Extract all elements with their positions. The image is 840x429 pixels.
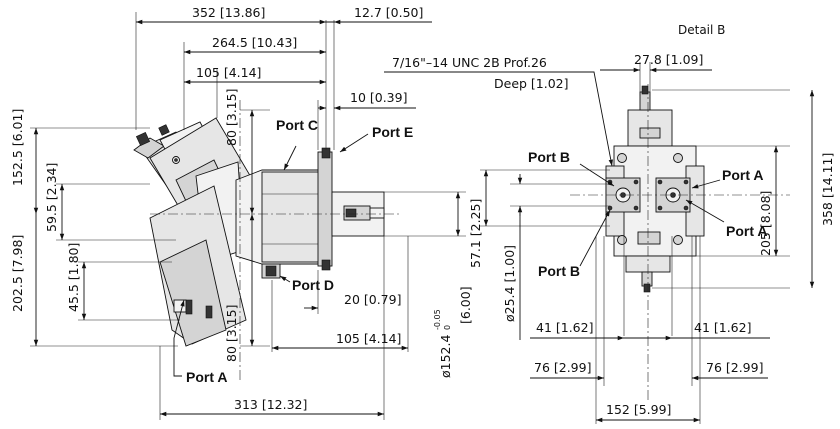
label-port-b-lower: Port B (538, 263, 580, 279)
dim-port-d-105: 105 [4.14] (336, 331, 401, 346)
dim-left-41: 41 [1.62] (536, 320, 593, 335)
dim-height-total: 202.5 [7.98] (10, 235, 25, 312)
label-port-a-upper: Port A (722, 167, 763, 183)
dim-bottom-152: 152 [5.99] (606, 402, 671, 417)
dim-shaft-diameter: ø25.4 [1.00] (502, 245, 517, 322)
label-port-e: Port E (372, 124, 413, 140)
dim-upper-80: 80 [3.15] (224, 89, 239, 146)
dim-offset-59: 59.5 [2.34] (44, 163, 59, 232)
label-port-d: Port D (292, 277, 334, 293)
detail-title: Detail B (678, 23, 725, 37)
dim-right-41: 41 [1.62] (694, 320, 751, 335)
thread-spec-line1: 7/16"–14 UNC 2B Prof.26 (392, 55, 547, 70)
dim-shaft-flange: 12.7 [0.50] (354, 5, 423, 20)
dim-port-d-20: 20 [0.79] (344, 292, 401, 307)
dim-height-358: 358 [14.11] (820, 153, 835, 226)
dim-left-76: 76 [2.99] (534, 360, 591, 375)
dim-length-to-flange: 264.5 [10.43] (212, 35, 297, 50)
svg-text:0: 0 (443, 325, 452, 330)
dim-width-top: 27.8 [1.09] (634, 52, 703, 67)
dim-right-76: 76 [2.99] (706, 360, 763, 375)
dim-lower-80: 80 [3.15] (224, 305, 239, 362)
dim-offset-45: 45.5 [1.80] (66, 243, 81, 312)
left-side-view: 352 [13.86] 12.7 [0.50] 264.5 [10.43] 10… (10, 5, 473, 420)
label-port-a: Port A (186, 369, 227, 385)
dim-flange-thickness: 10 [0.39] (350, 90, 407, 105)
svg-text:ø152.4: ø152.4 (438, 335, 453, 378)
detail-body (605, 85, 705, 293)
dim-bottom-313: 313 [12.32] (234, 397, 307, 412)
dim-overall-length: 352 [13.86] (192, 5, 265, 20)
svg-text:[6.00]: [6.00] (458, 286, 473, 324)
mounting-flange (317, 151, 333, 267)
dim-port-c-offset: 105 [4.14] (196, 65, 261, 80)
dim-height-205: 205 [8.08] (758, 191, 773, 256)
pump-body (133, 117, 385, 347)
label-port-b-upper: Port B (528, 149, 570, 165)
dim-shaft-57: 57.1 [2.25] (468, 199, 483, 268)
right-detail-view: Detail B (384, 23, 835, 424)
svg-text:-0.05: -0.05 (433, 309, 442, 330)
dim-height-upper: 152.5 [6.01] (10, 109, 25, 186)
label-port-c: Port C (276, 117, 318, 133)
label-port-a-lower: Port A (726, 223, 767, 239)
pilot-diameter: ø152.4 -0.05 0 [6.00] (433, 286, 473, 378)
thread-spec-line2: Deep [1.02] (494, 76, 569, 91)
